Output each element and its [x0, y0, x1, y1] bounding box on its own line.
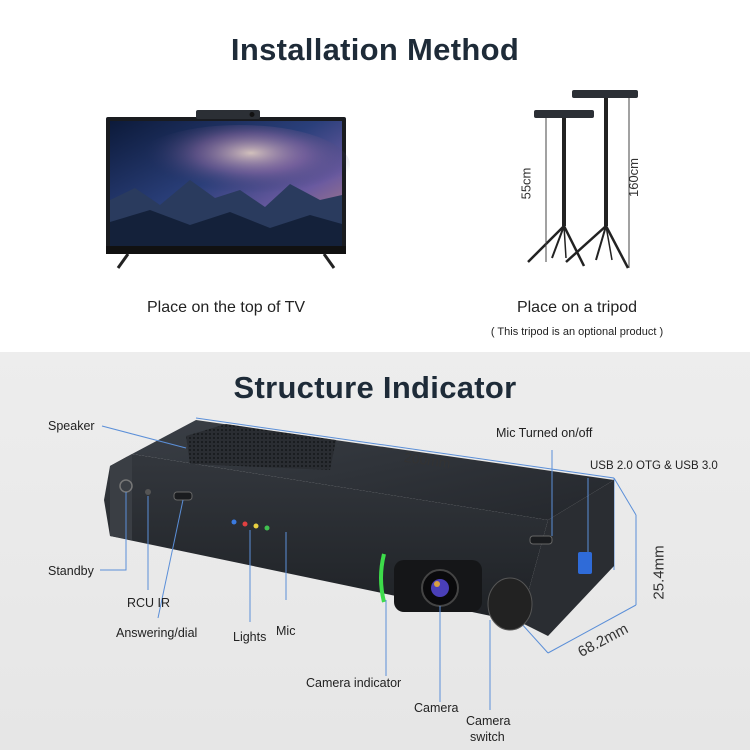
camera-indicator-light — [379, 553, 386, 603]
label-lights: Lights — [233, 630, 267, 644]
tripod-note: ( This tripod is an optional product ) — [490, 326, 664, 338]
light-yellow — [253, 523, 259, 529]
label-answering-dial: Answering/dial — [116, 626, 198, 640]
speaker-grille — [186, 424, 336, 470]
tripod-illustration — [527, 90, 638, 269]
label-rcu-ir: RCU IR — [127, 596, 171, 610]
structure-title: Structure Indicator — [233, 370, 517, 405]
label-camera-indicator: Camera indicator — [306, 676, 402, 690]
answer-dial-button — [173, 491, 193, 501]
light-red — [242, 521, 248, 527]
label-standby: Standby — [48, 564, 94, 578]
label-speaker: Speaker — [48, 419, 95, 433]
label-usb: USB 2.0 OTG & USB 3.0 — [590, 460, 718, 472]
usb-port — [578, 552, 592, 574]
installation-title: Installation Method — [230, 32, 520, 67]
camera-switch-roller — [487, 577, 533, 631]
tv-mounted-device — [196, 110, 260, 119]
label-camera-switch-line2: switch — [470, 730, 505, 744]
tv-illustration — [106, 110, 350, 269]
light-blue — [231, 519, 237, 525]
light-green — [264, 525, 270, 531]
label-mic-toggle: Mic Turned on/off — [496, 426, 593, 440]
rcu-ir-sensor — [145, 489, 151, 495]
label-camera-switch-line1: Camera — [466, 714, 511, 728]
tv-caption: Place on the top of TV — [146, 299, 306, 316]
tripod-caption: Place on a tripod — [516, 299, 638, 316]
installation-illustrations — [106, 90, 638, 269]
device-body — [104, 420, 614, 636]
mic-toggle-switch — [529, 535, 553, 545]
leader-lines — [100, 425, 589, 710]
label-mic: Mic — [276, 624, 296, 638]
dimension-height: 25.4mm — [650, 545, 668, 600]
label-camera: Camera — [414, 701, 459, 715]
